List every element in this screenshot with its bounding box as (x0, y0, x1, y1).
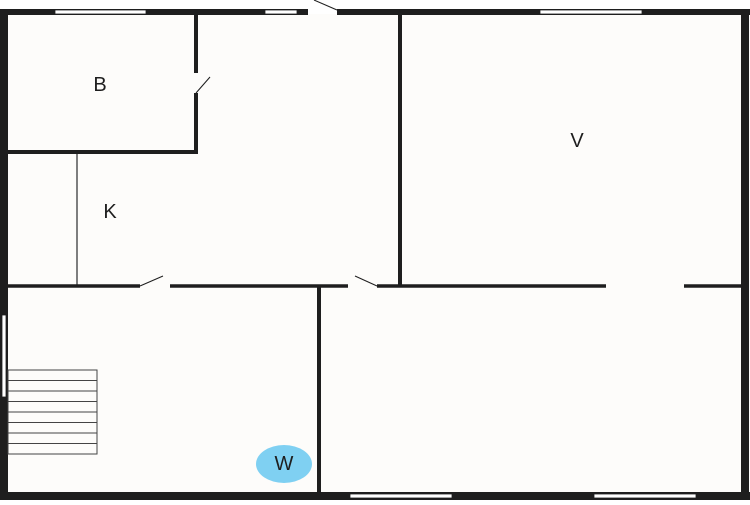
window-top-k (264, 9, 298, 15)
window-bottom-2 (593, 493, 697, 499)
window-top-b (54, 9, 147, 15)
window-top-v (539, 9, 643, 15)
door-entrance (313, 0, 338, 11)
doors (139, 0, 378, 287)
room-label-b: B (93, 74, 107, 96)
window-bottom-1 (349, 493, 453, 499)
door-kitchen (139, 275, 164, 287)
door-hall (354, 275, 378, 287)
window-left (1, 314, 7, 398)
floor-area (8, 14, 742, 493)
stairs (7, 369, 98, 455)
room-badge-w: W (256, 445, 312, 483)
room-label-v: V (570, 130, 584, 152)
room-label-k: K (103, 201, 117, 223)
door-bedroom-b (195, 76, 211, 94)
windows (1, 9, 697, 499)
